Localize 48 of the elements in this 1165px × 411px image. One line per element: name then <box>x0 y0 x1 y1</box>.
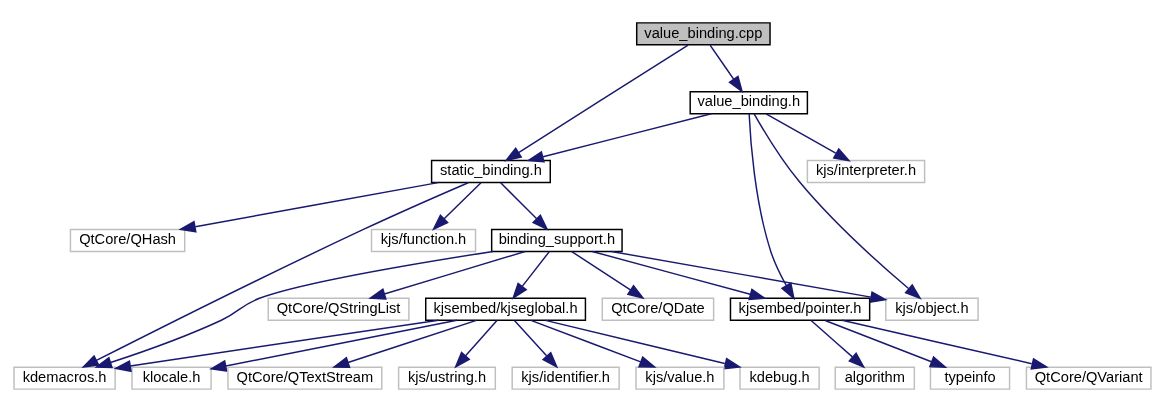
arrow <box>709 43 744 93</box>
node-box: static_binding.h <box>430 159 551 183</box>
arrow <box>748 112 795 300</box>
arrow <box>81 181 469 368</box>
arrow <box>753 112 922 300</box>
node-box: klocale.h <box>131 365 212 390</box>
node-box: value_binding.cpp <box>635 21 771 46</box>
node-box: binding_support.h <box>490 228 623 252</box>
arrow <box>544 319 742 369</box>
arrow <box>499 181 549 231</box>
arrow <box>530 319 657 368</box>
node-box: typeinfo <box>929 365 1011 390</box>
arrow <box>113 319 440 372</box>
node-box: QtCore/QHash <box>69 228 186 252</box>
node-box: QtCore/QVariant <box>1025 365 1152 390</box>
node-box: kdebug.h <box>739 365 820 390</box>
arrow <box>765 112 851 162</box>
node-box: kjs/interpreter.h <box>806 159 926 183</box>
arrow <box>94 250 494 368</box>
arrow <box>331 319 478 368</box>
arrow <box>526 112 713 163</box>
arrow <box>841 319 1049 370</box>
node-box: QtCore/QStringList <box>267 297 410 321</box>
arrow <box>571 250 645 299</box>
node-box: kjsembed/pointer.h <box>729 297 871 321</box>
arrow <box>504 43 689 162</box>
arrow <box>368 250 526 300</box>
node-box: kdemacros.h <box>13 365 116 390</box>
node-box: kjsembed/kjseglobal.h <box>425 297 587 321</box>
arrow <box>511 250 551 300</box>
node-box: kjs/identifier.h <box>511 365 620 390</box>
node-box: kjs/function.h <box>370 228 477 252</box>
node-box: kjs/value.h <box>635 365 725 390</box>
arrow <box>591 250 767 300</box>
arrow <box>431 181 482 231</box>
arrow <box>178 181 439 233</box>
node-box: QtCore/QDate <box>601 297 715 321</box>
node-box: kjs/object.h <box>885 297 979 321</box>
arrow <box>824 319 948 368</box>
node-box: QtCore/QTextStream <box>227 365 383 390</box>
node-box: value_binding.h <box>689 90 809 114</box>
arrow <box>454 319 498 369</box>
arrow <box>513 319 559 369</box>
arrow <box>810 319 866 368</box>
node-box: kjs/ustring.h <box>397 365 497 390</box>
arrow <box>209 319 458 372</box>
arrow <box>610 250 888 303</box>
node-box: algorithm <box>834 365 916 390</box>
